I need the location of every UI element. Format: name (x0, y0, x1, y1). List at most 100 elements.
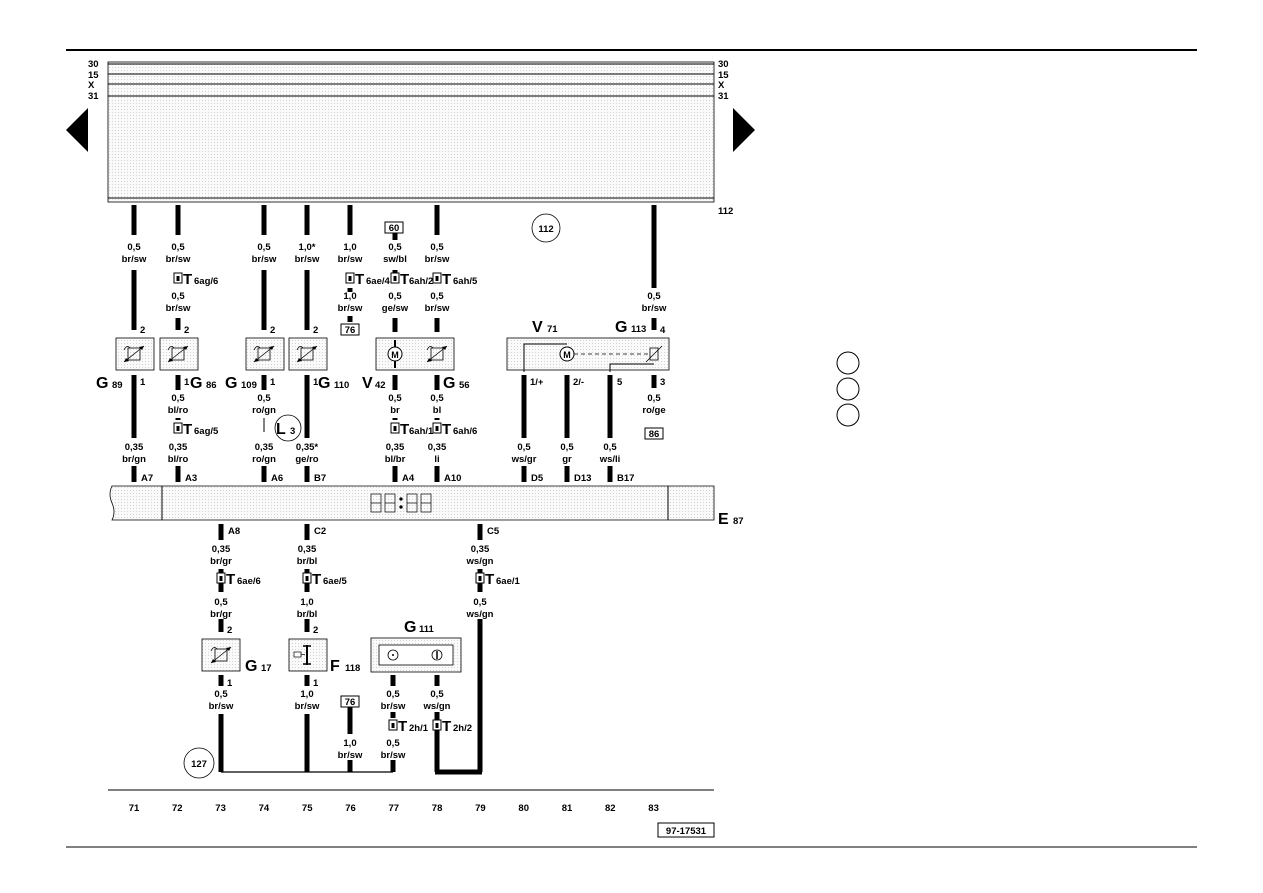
svg-text:42: 42 (375, 380, 386, 391)
svg-text:6ah/6: 6ah/6 (453, 426, 477, 437)
svg-text:0,35: 0,35 (298, 544, 317, 555)
svg-text:T: T (442, 421, 451, 438)
svg-text:V: V (362, 375, 373, 392)
svg-text:D5: D5 (531, 473, 544, 484)
column-number: 76 (345, 803, 356, 814)
wire-color: br/sw (338, 254, 363, 265)
connector-t2h2: T 2h/2 (432, 718, 472, 735)
wire-labels-low: 0,5 bl/ro 0,5 ro/gn 0,5 br 0,5 bl 0,5 ws… (122, 393, 665, 484)
wire-color: ws/li (599, 454, 621, 465)
svg-text:0,35: 0,35 (386, 442, 405, 453)
svg-text:6ag/6: 6ag/6 (194, 276, 218, 287)
svg-text:3: 3 (660, 377, 665, 388)
connector-t2h1: T 2h/1 (388, 718, 429, 735)
svg-text:ws/gn: ws/gn (466, 609, 494, 620)
svg-text:br/sw: br/sw (295, 701, 320, 712)
component-pin-labels: 2 2 2 2 4 1 1 1 1 1/+ 2/- 5 3 (140, 325, 666, 388)
wire-color: br/sw (642, 303, 667, 314)
wire-segments-mid (131, 375, 657, 482)
svg-text:113: 113 (631, 324, 646, 335)
svg-text:2: 2 (270, 325, 275, 336)
svg-text:br/gn: br/gn (122, 454, 146, 465)
switch-f118-icon (293, 645, 311, 665)
svg-text:0,35: 0,35 (255, 442, 274, 453)
relay-panel-block (107, 61, 715, 203)
svg-text:3: 3 (290, 426, 295, 437)
svg-text:110: 110 (334, 380, 349, 391)
column-number: 80 (518, 803, 529, 814)
svg-text:T: T (312, 571, 321, 588)
wire-color: ge/sw (382, 303, 409, 314)
svg-text:ge/ro: ge/ro (295, 454, 318, 465)
svg-text:br/bl: br/bl (297, 609, 318, 620)
column-number: 74 (259, 803, 270, 814)
wire-size: 0,5 (171, 291, 185, 302)
svg-text:6ae/4: 6ae/4 (366, 276, 390, 287)
motor-v42-glyph: M (391, 350, 399, 360)
designator-g17: G 17 (245, 658, 272, 675)
svg-text:D13: D13 (574, 473, 591, 484)
column-number: 81 (562, 803, 573, 814)
svg-text:109: 109 (241, 380, 257, 391)
potentiometer-g113-icon (649, 347, 659, 361)
svg-text:87: 87 (733, 516, 744, 527)
svg-text:71: 71 (547, 324, 558, 335)
column-number: 79 (475, 803, 486, 814)
sensor-g110-box (288, 337, 328, 371)
svg-text:br/bl: br/bl (297, 556, 318, 567)
wire-labels-top: 0,5 br/sw 0,5 br/sw 0,5 br/sw 1,0* br/sw… (122, 242, 667, 314)
ref-box-76 (340, 323, 360, 336)
svg-text:6ah/2: 6ah/2 (409, 276, 433, 287)
svg-text:0,35: 0,35 (428, 442, 447, 453)
connector-t6ah5: T 6ah/5 (432, 271, 478, 288)
next-page-arrow-icon[interactable] (733, 108, 755, 152)
wire-size: 0,5 (430, 291, 444, 302)
column-number: 77 (389, 803, 400, 814)
svg-text:B7: B7 (314, 473, 326, 484)
svg-text:C5: C5 (487, 526, 500, 537)
wire-size: 1,0 (343, 291, 356, 302)
svg-text:2: 2 (140, 325, 145, 336)
svg-text:G: G (96, 375, 108, 392)
drawing-id-box (657, 822, 715, 838)
sensor-g89-box (115, 337, 155, 371)
svg-text:0,5: 0,5 (214, 597, 228, 608)
svg-text:G: G (443, 375, 455, 392)
column-number: 83 (648, 803, 659, 814)
ref-circle-127 (183, 747, 215, 779)
svg-text:br/sw: br/sw (381, 750, 406, 761)
svg-text:G: G (190, 375, 202, 392)
rail-label-right: 30 (718, 59, 729, 70)
svg-text:2h/1: 2h/1 (409, 723, 429, 734)
svg-text:T: T (400, 271, 409, 288)
svg-text:6ae/6: 6ae/6 (237, 576, 261, 587)
svg-text:6ag/5: 6ag/5 (194, 426, 219, 437)
svg-text:0,35: 0,35 (125, 442, 144, 453)
svg-text:1: 1 (270, 377, 276, 388)
svg-text:A4: A4 (402, 473, 415, 484)
wire-color: br/sw (295, 254, 320, 265)
svg-text:ws/gn: ws/gn (466, 556, 494, 567)
svg-text:0,5: 0,5 (473, 597, 487, 608)
wire-size: 0,5 (647, 291, 661, 302)
svg-text:G: G (225, 375, 237, 392)
ref-box-60 (384, 221, 404, 234)
wire-size: 0,5 (171, 242, 185, 253)
previous-page-arrow-icon[interactable] (66, 108, 88, 152)
svg-text:A3: A3 (185, 473, 197, 484)
wire-size: 1,0* (299, 242, 316, 253)
column-number: 78 (432, 803, 443, 814)
svg-text:118: 118 (345, 663, 360, 674)
rail-label-right: 15 (718, 70, 729, 81)
designator-e87: E 87 (718, 511, 744, 528)
pin-label: 2 (313, 625, 318, 636)
svg-text:F: F (330, 658, 340, 675)
ref-circle-112 (531, 213, 561, 243)
wire-color: br/sw (425, 303, 450, 314)
connector-t6ag5: T 6ag/5 (173, 421, 219, 438)
svg-text:A7: A7 (141, 473, 153, 484)
column-number: 82 (605, 803, 616, 814)
wire-color: sw/bl (383, 254, 407, 265)
